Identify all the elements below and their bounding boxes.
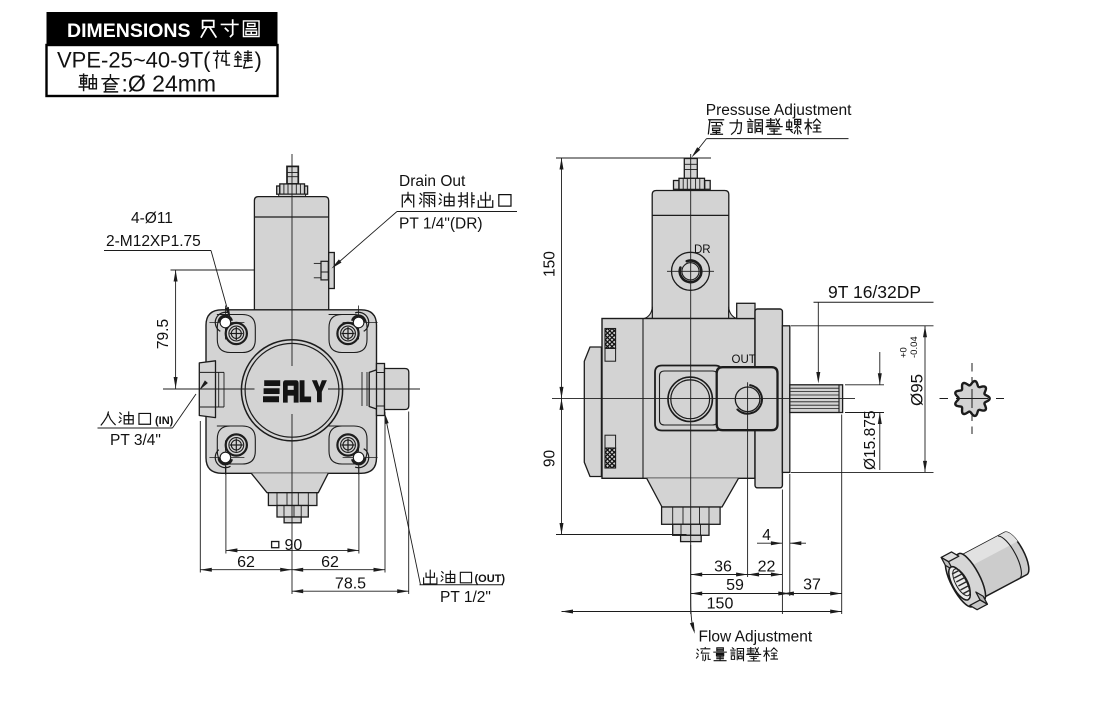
svg-text:4: 4 [762, 527, 771, 544]
svg-text:Ø95: Ø95 [908, 374, 927, 406]
svg-text:Flow Adjustment: Flow Adjustment [699, 629, 813, 646]
svg-text:150: 150 [542, 251, 559, 277]
svg-text:79.5: 79.5 [155, 319, 172, 349]
svg-text:+0: +0 [899, 347, 910, 358]
svg-text:62: 62 [237, 554, 255, 571]
svg-text:37: 37 [803, 577, 821, 594]
svg-text:(IN): (IN) [155, 415, 174, 427]
svg-text:90: 90 [285, 537, 303, 554]
svg-text:4-Ø11: 4-Ø11 [131, 210, 173, 227]
svg-text:36: 36 [714, 559, 732, 576]
svg-text:PT 1/4"(DR): PT 1/4"(DR) [399, 216, 483, 233]
svg-text:PT 1/2": PT 1/2" [440, 589, 491, 606]
svg-text:VPE-25~40-9T(: VPE-25~40-9T( [57, 48, 211, 73]
svg-text:150: 150 [707, 596, 734, 613]
svg-text:): ) [255, 48, 262, 73]
svg-text:Drain Out: Drain Out [399, 173, 466, 190]
svg-text::Ø 24mm: :Ø 24mm [122, 71, 217, 97]
svg-text:Pressuse Adjustment: Pressuse Adjustment [706, 102, 852, 119]
svg-text:62: 62 [321, 554, 339, 571]
svg-text:59: 59 [726, 577, 744, 594]
svg-text:OUT: OUT [732, 354, 756, 366]
svg-text:DR: DR [694, 244, 711, 256]
svg-text:78.5: 78.5 [335, 576, 366, 593]
svg-text:(OUT): (OUT) [475, 573, 506, 585]
svg-text:90: 90 [542, 450, 559, 468]
svg-text:PT 3/4": PT 3/4" [110, 432, 161, 449]
svg-text:Ø15.875: Ø15.875 [862, 411, 879, 470]
svg-text:2-M12XP1.75: 2-M12XP1.75 [106, 233, 201, 250]
svg-text:22: 22 [758, 559, 776, 576]
svg-text:DIMENSIONS: DIMENSIONS [67, 20, 191, 42]
svg-text:-0.04: -0.04 [909, 336, 920, 358]
svg-text:9T 16/32DP: 9T 16/32DP [828, 282, 921, 302]
